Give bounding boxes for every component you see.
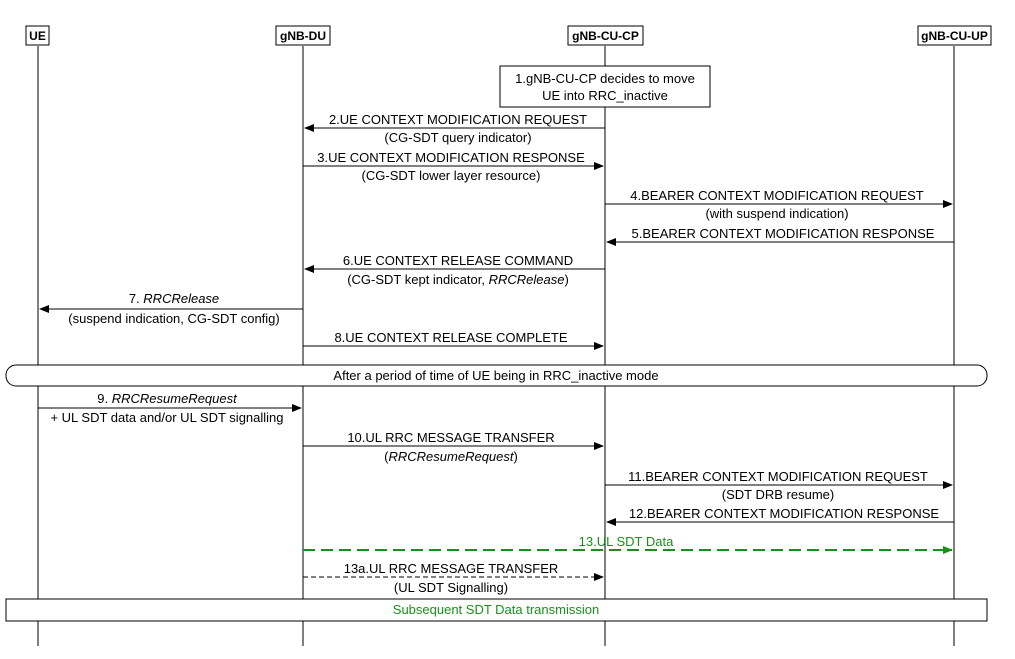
message-11: 11.BEARER CONTEXT MODIFICATION REQUEST (… (605, 469, 953, 502)
entity-cuup-label: gNB-CU-UP (921, 29, 988, 43)
message-9-sub: + UL SDT data and/or UL SDT signalling (50, 410, 283, 425)
message-8: 8.UE CONTEXT RELEASE COMPLETE (303, 330, 604, 350)
message-13a: 13a.UL RRC MESSAGE TRANSFER (UL SDT Sign… (303, 561, 604, 595)
message-10-sub-post: ) (514, 449, 518, 464)
entity-ue-label: UE (29, 29, 46, 43)
entity-du: gNB-DU (275, 25, 331, 46)
message-5-label: 5.BEARER CONTEXT MODIFICATION RESPONSE (632, 226, 935, 241)
footer-subsequent-transmission: Subsequent SDT Data transmission (5, 598, 988, 622)
message-3: 3.UE CONTEXT MODIFICATION RESPONSE (CG-S… (303, 150, 604, 183)
message-5: 5.BEARER CONTEXT MODIFICATION RESPONSE (606, 226, 954, 246)
entity-du-label: gNB-DU (280, 29, 326, 43)
message-10-label: 10.UL RRC MESSAGE TRANSFER (347, 430, 554, 445)
message-3-sub: (CG-SDT lower layer resource) (362, 168, 541, 183)
message-10: 10.UL RRC MESSAGE TRANSFER (RRCResumeReq… (303, 430, 604, 464)
entity-cucp-label: gNB-CU-CP (572, 29, 639, 43)
footer-label: Subsequent SDT Data transmission (393, 602, 599, 617)
message-13a-label: 13a.UL RRC MESSAGE TRANSFER (344, 561, 559, 576)
message-2-sub: (CG-SDT query indicator) (384, 130, 531, 145)
entity-ue: UE (25, 25, 50, 46)
message-6-label: 6.UE CONTEXT RELEASE COMMAND (343, 253, 573, 268)
message-9-label-pre: 9. (97, 391, 111, 406)
note-step-1: 1.gNB-CU-CP decides to move UE into RRC_… (499, 65, 711, 108)
message-4-sub: (with suspend indication) (705, 206, 848, 221)
message-13-label: 13.UL SDT Data (579, 534, 674, 549)
message-9-label-italic: RRCResumeRequest (112, 391, 238, 406)
message-6-sub: (CG-SDT kept indicator, RRCRelease) (347, 272, 569, 287)
entity-cuup: gNB-CU-UP (917, 25, 992, 46)
message-7-sub: (suspend indication, CG-SDT config) (68, 311, 279, 326)
message-12-label: 12.BEARER CONTEXT MODIFICATION RESPONSE (629, 506, 939, 521)
message-4-label: 4.BEARER CONTEXT MODIFICATION REQUEST (630, 188, 924, 203)
message-13a-sub: (UL SDT Signalling) (394, 580, 508, 595)
message-13: 13.UL SDT Data (303, 534, 953, 554)
message-8-label: 8.UE CONTEXT RELEASE COMPLETE (334, 330, 567, 345)
message-7-label-pre: 7. (129, 291, 143, 306)
message-2: 2.UE CONTEXT MODIFICATION REQUEST (CG-SD… (304, 112, 605, 145)
message-2-label: 2.UE CONTEXT MODIFICATION REQUEST (329, 112, 587, 127)
message-7-label-italic: RRCRelease (143, 291, 219, 306)
message-4: 4.BEARER CONTEXT MODIFICATION REQUEST (w… (605, 188, 953, 221)
message-6-sub-pre: (CG-SDT kept indicator, (347, 272, 488, 287)
message-10-sub: (RRCResumeRequest) (384, 449, 518, 464)
message-11-label: 11.BEARER CONTEXT MODIFICATION REQUEST (628, 469, 928, 484)
message-6-sub-post: ) (564, 272, 568, 287)
message-3-label: 3.UE CONTEXT MODIFICATION RESPONSE (317, 150, 585, 165)
message-10-sub-italic: RRCResumeRequest (389, 449, 515, 464)
separator-label: After a period of time of UE being in RR… (333, 368, 658, 383)
message-9-label: 9. RRCResumeRequest (97, 391, 238, 406)
message-9: 9. RRCResumeRequest + UL SDT data and/or… (38, 391, 302, 425)
note-line-1: 1.gNB-CU-CP decides to move (515, 71, 695, 86)
entity-cucp: gNB-CU-CP (567, 25, 644, 46)
message-7-label: 7. RRCRelease (129, 291, 219, 306)
note-line-2: UE into RRC_inactive (542, 88, 668, 103)
message-12: 12.BEARER CONTEXT MODIFICATION RESPONSE (606, 506, 954, 526)
message-7: 7. RRCRelease (suspend indication, CG-SD… (39, 291, 303, 326)
separator-inactive-period: After a period of time of UE being in RR… (5, 364, 988, 387)
message-10-sub-pre: ( (384, 449, 389, 464)
message-6: 6.UE CONTEXT RELEASE COMMAND (CG-SDT kep… (304, 253, 605, 287)
message-6-sub-italic: RRCRelease (489, 272, 565, 287)
message-11-sub: (SDT DRB resume) (722, 487, 834, 502)
